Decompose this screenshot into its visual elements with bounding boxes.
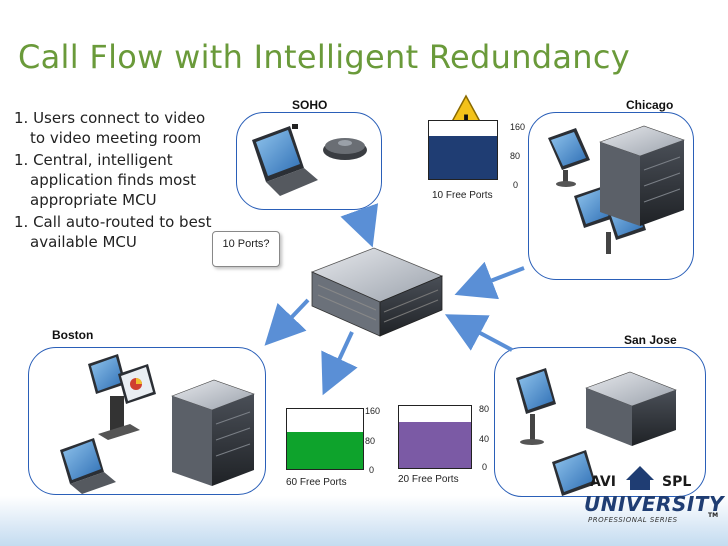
gauge-fill xyxy=(429,135,497,179)
tick-label: 0 xyxy=(482,462,488,472)
logo-house-icon xyxy=(626,466,654,480)
logo-sub-text: PROFESSIONAL SERIES xyxy=(588,516,678,524)
tick-label: 40 xyxy=(479,434,490,444)
gauge-caption: 60 Free Ports xyxy=(286,477,347,488)
gauge-boston-b xyxy=(398,405,472,469)
flow-arrows xyxy=(264,203,525,396)
tick-label: 80 xyxy=(365,436,376,446)
logo-main-text: UNIVERSITY xyxy=(584,492,724,516)
laptop-icon xyxy=(252,124,318,196)
tick-label: 0 xyxy=(513,180,519,190)
gauge-chicago xyxy=(428,120,508,200)
chicago-mcu-rack-icon xyxy=(599,125,685,226)
gauge-box xyxy=(428,120,498,180)
slide-title: Call Flow with Intelligent Redundancy xyxy=(18,38,631,76)
site-label-soho: SOHO xyxy=(292,98,328,112)
bullet-item: 1. Users connect to video to video meeti… xyxy=(14,109,206,147)
gauge-boston-a xyxy=(286,408,364,470)
site-label-chicago: Chicago xyxy=(626,98,674,112)
bullet-item: 1. Call auto-routed to best available MC… xyxy=(14,213,212,251)
bottom-gradient-band xyxy=(0,496,728,546)
gauge-fill xyxy=(399,421,471,468)
gauge-box xyxy=(286,408,364,470)
central-mcu-icon xyxy=(310,247,444,337)
boston-mcu-rack-icon xyxy=(171,379,255,486)
conference-phone-icon xyxy=(323,138,367,160)
gauge-caption: 10 Free Ports xyxy=(432,190,493,201)
tick-label: 160 xyxy=(510,122,526,132)
bullet-list: 1. Users connect to video to video meeti… xyxy=(14,108,214,254)
video-room-system-icon xyxy=(548,128,590,187)
logo-tm: TM xyxy=(708,512,719,519)
logo-left-text: AVI xyxy=(590,474,616,490)
tick-label: 80 xyxy=(510,151,521,161)
gauge-box xyxy=(398,405,472,469)
bullet-item: 1. Central, intelligent application find… xyxy=(14,151,197,209)
tick-label: 0 xyxy=(369,465,375,475)
logo-right-text: SPL xyxy=(662,474,692,490)
logo-house-body xyxy=(630,480,650,490)
boston-dual-display-icon xyxy=(88,354,156,440)
avi-spl-university-logo: AVI SPL UNIVERSITY TM PROFESSIONAL SERIE… xyxy=(584,466,723,532)
sanjose-laptop-icon xyxy=(552,450,596,496)
tick-label: 160 xyxy=(365,406,381,416)
site-label-boston: Boston xyxy=(52,328,94,342)
sanjose-mcu-icon xyxy=(585,371,677,446)
sanjose-room-system-icon xyxy=(516,368,556,445)
tick-label: 80 xyxy=(479,404,490,414)
gauge-caption: 20 Free Ports xyxy=(398,474,459,485)
gauge-fill xyxy=(287,431,363,469)
ports-callout: 10 Ports? xyxy=(212,231,280,267)
boston-laptop-icon xyxy=(60,438,116,494)
site-label-sanjose: San Jose xyxy=(624,333,677,347)
